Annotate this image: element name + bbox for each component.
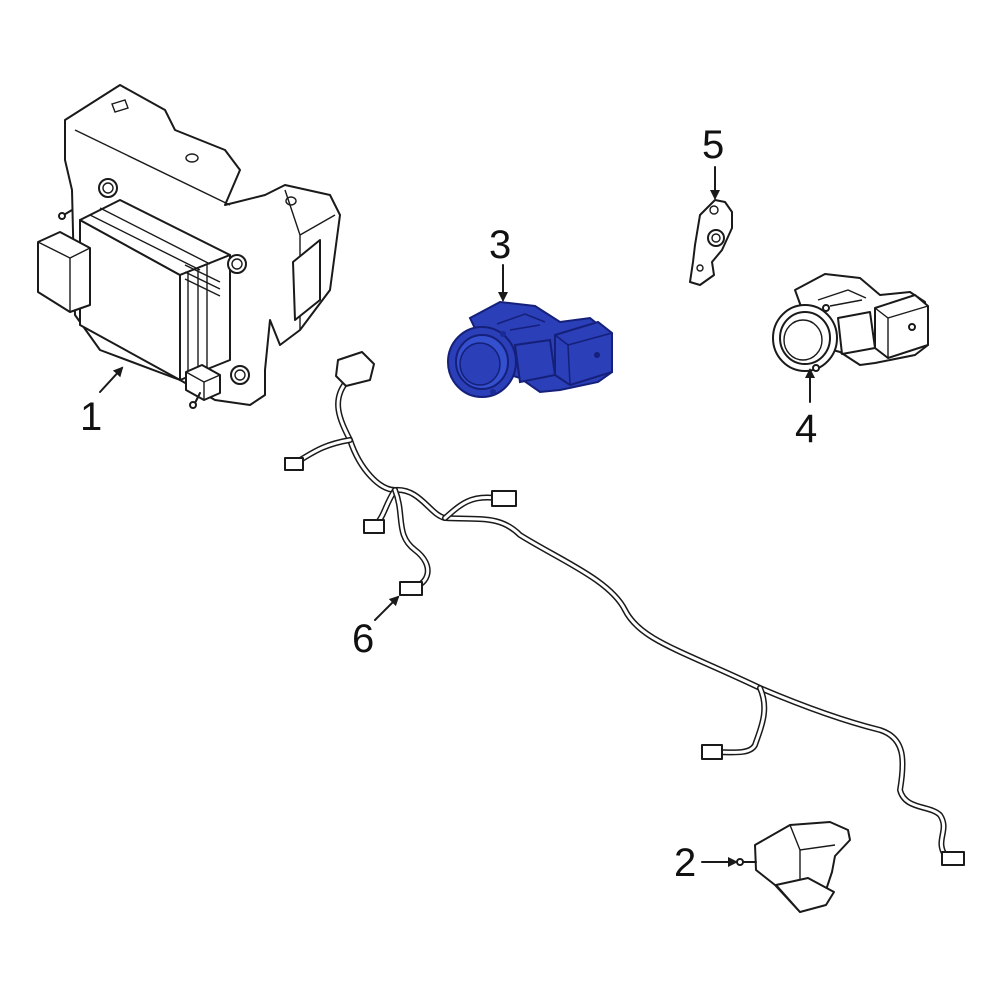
part-4-parking-sensor[interactable]: [772, 273, 929, 372]
arrow-6: [374, 595, 400, 621]
callout-labels: 1 2 3 4 5 6: [80, 123, 817, 885]
harness-connector-top: [335, 351, 375, 387]
callout-3: 3: [489, 223, 511, 267]
harness-connector-end: [941, 851, 965, 866]
harness-connector-right-top: [491, 490, 517, 507]
callout-4: 4: [795, 407, 817, 451]
part-3-parking-sensor-highlighted[interactable]: [447, 300, 614, 398]
arrow-1: [99, 366, 124, 393]
harness-wires: [292, 377, 948, 858]
part-5-sensor-clip[interactable]: [689, 199, 733, 286]
callout-1: 1: [80, 395, 102, 439]
harness-connector-part-6: [399, 581, 423, 596]
callout-2: 2: [674, 841, 696, 885]
part-2-connector[interactable]: [736, 821, 851, 913]
callout-arrows: [99, 166, 815, 867]
callout-5: 5: [702, 123, 724, 167]
callout-6: 6: [352, 617, 374, 661]
harness-connector-lower: [701, 744, 723, 760]
part-6-wiring-harness[interactable]: [284, 351, 965, 866]
part-1-control-module[interactable]: [37, 84, 341, 409]
harness-connector-mid-left: [363, 519, 385, 534]
harness-connector-left: [284, 457, 304, 471]
